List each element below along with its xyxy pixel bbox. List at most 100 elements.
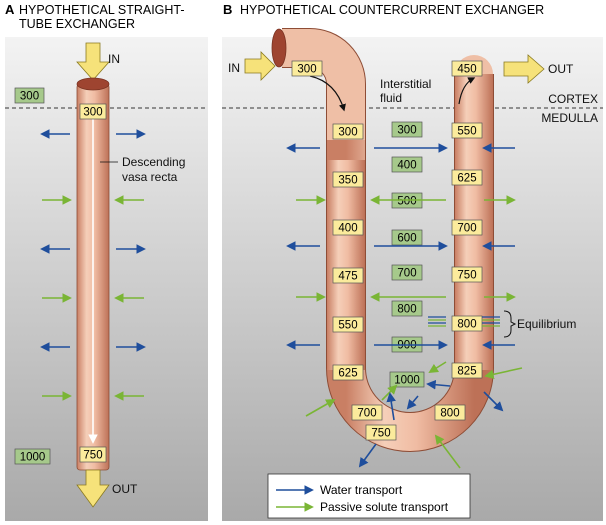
inflow-curve-arrow — [309, 75, 346, 112]
panel-a-out-label: OUT — [112, 482, 138, 496]
ascending-value: 550 — [457, 126, 476, 138]
interstitial-label-line1: Interstitial — [380, 77, 431, 91]
descending-value: 400 — [338, 223, 357, 235]
panel-a-in-arrow — [76, 42, 110, 81]
solute-arrow — [428, 361, 447, 374]
ascending-limb-values: 450 550 625 700 750 800 825 800 — [434, 60, 483, 421]
blood-value-box — [451, 266, 483, 283]
panel-a-title-line1: HYPOTHETICAL STRAIGHT- — [19, 3, 185, 17]
medulla-label: MEDULLA — [541, 111, 598, 125]
panel-a-interstitial-box — [14, 87, 45, 104]
descending-value: 700 — [357, 408, 376, 420]
equilibrium-label: Equilibrium — [517, 317, 576, 331]
panel-a-blood-box — [79, 446, 107, 463]
ascending-value: 625 — [457, 173, 476, 185]
descending-value: 550 — [338, 320, 357, 332]
descending-value: 300 — [338, 127, 357, 139]
ascending-value: 800 — [457, 319, 476, 331]
water-arrow — [358, 443, 377, 468]
water-arrow — [483, 391, 504, 412]
solute-arrow — [305, 399, 336, 417]
blood-value-box — [332, 219, 364, 236]
blood-value-box — [434, 404, 466, 421]
cortex-label: CORTEX — [548, 92, 598, 106]
panel-a-vessel-label-line1: Descending — [122, 155, 185, 169]
legend-solute-label: Passive solute transport — [320, 500, 449, 514]
water-arrow — [406, 395, 419, 410]
u-vessel-top-left — [282, 29, 365, 146]
descending-value: 475 — [338, 271, 357, 283]
descending-value: 350 — [338, 175, 357, 187]
ascending-value: 700 — [457, 223, 476, 235]
interstitial-value: 700 — [397, 268, 416, 280]
interstitial-box — [391, 229, 423, 246]
interstitial-value: 400 — [397, 160, 416, 172]
blood-value-box — [332, 316, 364, 333]
solute-arrow — [484, 367, 523, 380]
panel-a-title-line2: TUBE EXCHANGER — [19, 17, 135, 31]
blood-value-box — [451, 122, 483, 139]
panel-b-transport-arrows — [286, 143, 523, 469]
interstitial-value: 800 — [397, 304, 416, 316]
blood-value-box — [332, 267, 364, 284]
interstitial-box — [391, 121, 423, 138]
solute-arrow — [434, 434, 461, 469]
panel-b-out-arrow — [503, 54, 545, 84]
blood-value-box — [332, 364, 364, 381]
panel-b-letter: B — [223, 2, 232, 17]
descending-value: 625 — [338, 368, 357, 380]
interstitial-box — [391, 300, 423, 317]
blood-value-box — [291, 60, 323, 77]
interstitial-value: 1000 — [394, 375, 420, 387]
interstitial-value: 500 — [397, 196, 416, 208]
blood-value-box — [332, 123, 364, 140]
panel-a-blood-value: 300 — [83, 107, 102, 119]
blood-value-box — [351, 404, 383, 421]
descending-value: 300 — [297, 64, 316, 76]
panel-a: A HYPOTHETICAL STRAIGHT- TUBE EXCHANGER … — [5, 2, 208, 521]
outflow-curve-arrow — [458, 77, 476, 105]
panel-a-letter: A — [5, 2, 15, 17]
legend: Water transport Passive solute transport — [267, 473, 471, 519]
panel-b-in-arrow — [244, 51, 276, 81]
panel-a-blood-value: 750 — [83, 450, 102, 462]
water-arrow — [386, 392, 396, 421]
interstitial-value: 600 — [397, 233, 416, 245]
panel-a-out-arrow — [76, 469, 110, 508]
panel-a-tube-opening — [76, 77, 110, 91]
equilibrium-brace — [503, 310, 517, 338]
ascending-value: 750 — [457, 270, 476, 282]
panel-b-in-label: IN — [228, 61, 240, 75]
ascending-value: 450 — [457, 64, 476, 76]
u-vessel-opening — [271, 28, 287, 68]
panel-a-blood-box — [79, 103, 107, 120]
ascending-value: 825 — [457, 366, 476, 378]
interstitial-box — [391, 156, 423, 173]
interstitial-label-line2: fluid — [380, 91, 402, 105]
legend-box — [267, 473, 471, 519]
panel-a-transport-arrows — [40, 129, 146, 401]
interstitial-box — [391, 264, 423, 281]
interstitial-value: 300 — [397, 125, 416, 137]
blood-value-box — [451, 60, 483, 77]
u-vessel-body — [327, 74, 493, 451]
water-arrow — [426, 379, 451, 390]
panel-a-interstitial-box — [14, 448, 51, 465]
interstitial-box — [389, 371, 425, 388]
panel-b-title: HYPOTHETICAL COUNTERCURRENT EXCHANGER — [240, 3, 544, 17]
bottom-value: 750 — [371, 428, 390, 440]
panel-a-in-label: IN — [108, 52, 120, 66]
u-vessel-left-limb — [327, 160, 365, 370]
blood-value-box — [451, 362, 483, 379]
ascending-value: 800 — [440, 408, 459, 420]
panel-a-interstitial-value: 1000 — [20, 452, 46, 464]
descending-limb-values: 300 300 350 400 475 550 625 700 — [291, 60, 383, 421]
panel-a-interstitial-value: 300 — [20, 91, 39, 103]
blood-value-box — [451, 219, 483, 236]
panel-a-vessel-label-line2: vasa recta — [122, 170, 178, 184]
equilibrium-marks — [428, 316, 500, 327]
u-vessel — [271, 28, 494, 452]
panel-b: B HYPOTHETICAL COUNTERCURRENT EXCHANGER … — [222, 2, 603, 521]
blood-value-box — [451, 169, 483, 186]
